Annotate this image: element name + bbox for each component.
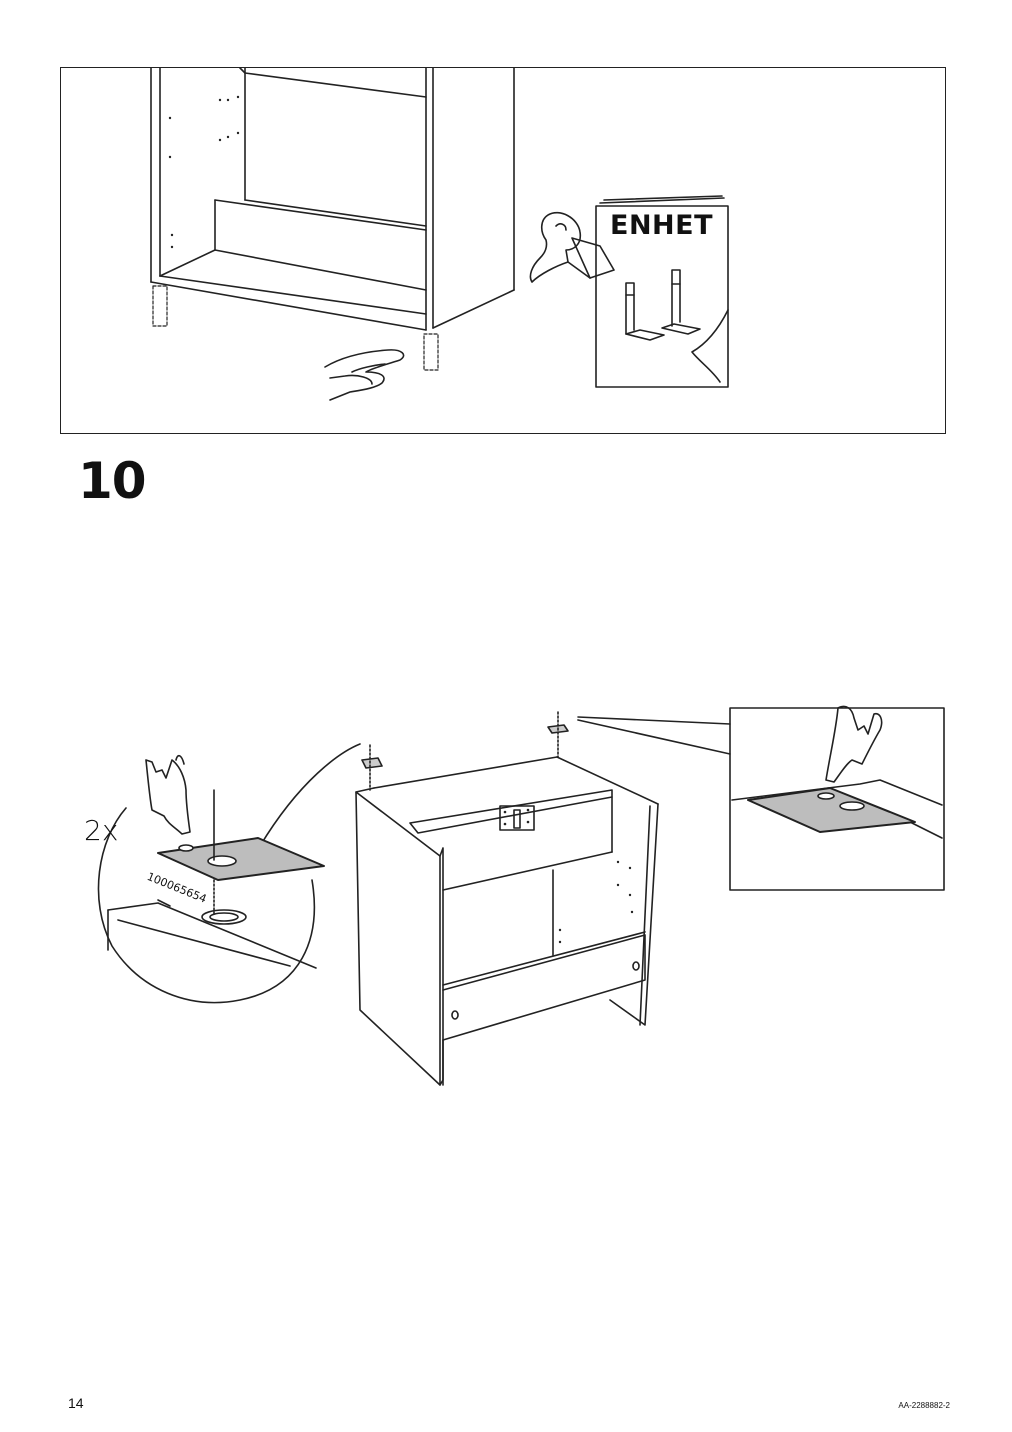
booklet-title: ENHET (610, 210, 713, 241)
cabinet-frame-top (150, 67, 515, 331)
page-number: 14 (68, 1395, 84, 1411)
detail-circle-left (97, 743, 361, 1004)
document-code: AA-2288882-2 (898, 1401, 950, 1410)
floor-protector-plates (361, 711, 569, 791)
quantity-label: 2x (84, 814, 119, 847)
reading-person-icon (529, 211, 615, 283)
previous-step-panel (60, 67, 946, 434)
cabinet-main (355, 756, 659, 1086)
legs-dashed (152, 285, 439, 371)
step-number: 10 (78, 452, 147, 510)
manual-booklet-icon (595, 195, 729, 388)
detail-box-right (577, 705, 945, 891)
pointing-hand-icon (324, 349, 405, 401)
hole-dots (168, 95, 240, 249)
